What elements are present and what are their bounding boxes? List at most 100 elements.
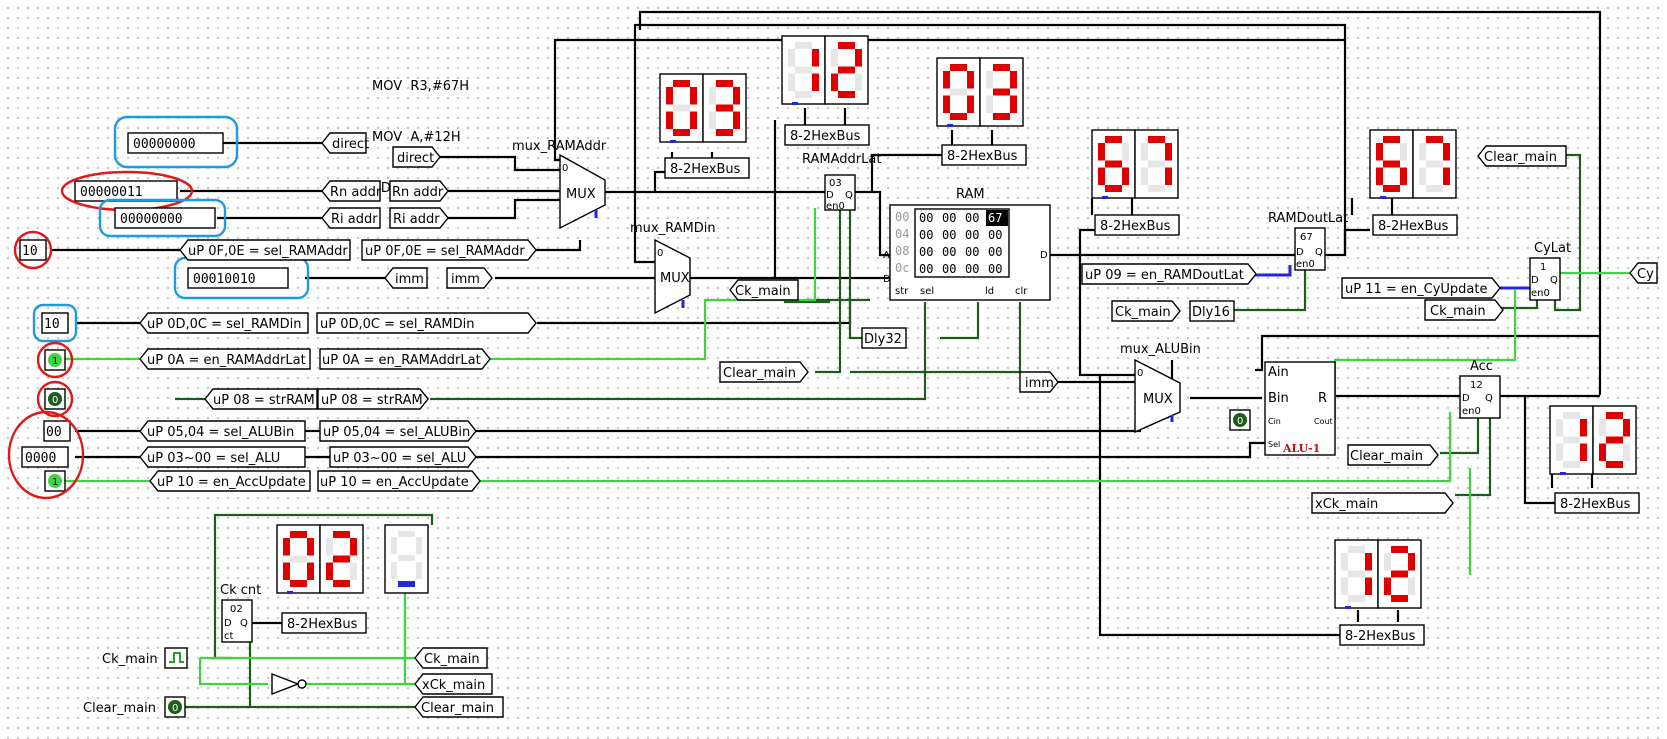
tunnel-sel-alu-left: uP 03~00 = sel_ALU: [139, 446, 306, 468]
svg-text:Rn addr: Rn addr: [392, 185, 444, 200]
svg-text:0: 0: [1137, 368, 1143, 379]
mux-alubin[interactable]: MUX 0: [1134, 358, 1181, 434]
program-line-1: MOV R3,#67H: [372, 79, 470, 94]
svg-text:en0: en0: [1462, 406, 1481, 417]
imm-input-pin[interactable]: 00010010: [187, 267, 289, 289]
tunnel-ck-main-center: Ck_main: [729, 279, 799, 301]
clear-main-input-pin[interactable]: 0: [164, 696, 186, 718]
hexbus-label: 8-2HexBus: [1100, 219, 1171, 234]
ram-cell: 00: [919, 262, 933, 276]
strram-input-pin[interactable]: 0: [44, 388, 66, 410]
display-alu-result-digit-1: [1334, 539, 1379, 609]
sel-alubin-input-value: 00: [46, 425, 62, 440]
mux-ramaddr[interactable]: MUX 0: [559, 153, 606, 230]
svg-text:Ck_main: Ck_main: [424, 652, 480, 667]
tunnel-en-cyupdate: uP 11 = en_CyUpdate: [1341, 277, 1501, 299]
en-ramaddrlat-input-pin[interactable]: 1: [44, 349, 66, 371]
svg-text:Dly16: Dly16: [1192, 305, 1230, 320]
rn-input-pin[interactable]: 00000011: [74, 180, 178, 202]
cylat-register[interactable]: 1 D Q en0: [1529, 257, 1561, 301]
ri-input-pin[interactable]: 00000000: [114, 207, 216, 229]
ram-cell: 67: [988, 211, 1002, 225]
ramdoutlat-register[interactable]: 67 D Q en0: [1294, 227, 1326, 271]
svg-text:0: 0: [562, 163, 568, 174]
display-acc-digit-1: [1549, 405, 1594, 475]
svg-text:sel: sel: [920, 286, 934, 297]
svg-text:uP 10 = en_AccUpdate: uP 10 = en_AccUpdate: [157, 475, 306, 490]
svg-text:uP 05,04 = sel_ALUBin: uP 05,04 = sel_ALUBin: [323, 425, 470, 440]
ck-main-clock-pin[interactable]: [164, 647, 188, 669]
display-layer: [276, 35, 1637, 609]
svg-text:Ck_main: Ck_main: [1115, 305, 1171, 320]
hexbus-4: 8-2HexBus: [1094, 214, 1180, 236]
acc-register[interactable]: 12 D Q en0: [1459, 375, 1501, 419]
svg-text:02: 02: [230, 604, 243, 615]
sel-ramdin-input-pin[interactable]: 10: [41, 312, 69, 334]
ramaddrlat-label: RAMAddrLat: [802, 152, 881, 167]
tunnel-direct: direct: [321, 132, 369, 154]
hexbus-label: 8-2HexBus: [1345, 629, 1416, 644]
svg-text:uP 0F,0E = sel_RAMAddr: uP 0F,0E = sel_RAMAddr: [188, 244, 348, 259]
svg-text:uP 09 = en_RAMDoutLat: uP 09 = en_RAMDoutLat: [1085, 268, 1244, 283]
svg-text:12: 12: [1470, 380, 1483, 391]
tunnel-rn-addr-left: Rn addr: [321, 180, 382, 202]
display-ramaddr-mux-digit-2: [702, 73, 747, 143]
ram-label: RAM: [956, 187, 985, 202]
svg-text:uP 0A = en_RAMAddrLat: uP 0A = en_RAMAddrLat: [322, 353, 481, 368]
svg-text:Clear_main: Clear_main: [421, 701, 494, 716]
hexbus-6: 8-2HexBus: [1554, 492, 1640, 514]
ri-input-value: 00000000: [120, 212, 183, 227]
alu-label: ALU-1: [1282, 442, 1320, 455]
svg-text:Q: Q: [845, 190, 853, 201]
ram-cell: 00: [942, 262, 956, 276]
hexbus-label: 8-2HexBus: [947, 149, 1018, 164]
svg-text:uP 10 = en_AccUpdate: uP 10 = en_AccUpdate: [320, 475, 469, 490]
svg-text:direct: direct: [397, 151, 434, 166]
hexbus-label: 8-2HexBus: [1560, 497, 1631, 512]
sel-alubin-input-pin[interactable]: 00: [43, 420, 71, 442]
svg-text:Ri addr: Ri addr: [331, 212, 378, 227]
sel-alu-input-value: 0000: [25, 451, 56, 466]
tunnel-en-ramdoutlat: uP 09 = en_RAMDoutLat: [1081, 263, 1257, 285]
sel-alu-input-pin[interactable]: 0000: [21, 446, 69, 468]
display-ramdout-lat-digit-2: [1412, 129, 1457, 199]
tunnel-strram-mid: uP 08 = strRAM: [317, 388, 429, 410]
svg-text:MUX: MUX: [1143, 392, 1173, 407]
svg-text:Q: Q: [1485, 393, 1493, 404]
ckcnt-register[interactable]: 02 D Q ct: [221, 599, 253, 643]
svg-text:direct: direct: [332, 137, 369, 152]
mux-ramdin[interactable]: MUX 0: [654, 238, 691, 315]
sel-ramaddr-input-pin[interactable]: 10: [19, 239, 47, 261]
display-ramaddr-lat-digit-1: [936, 57, 981, 127]
ck-main-label: Ck_main: [102, 652, 158, 667]
strram-input-value: 0: [52, 395, 58, 406]
svg-text:en0: en0: [1296, 259, 1315, 270]
svg-text:Clear_main: Clear_main: [1350, 449, 1423, 464]
svg-text:MUX: MUX: [660, 271, 690, 286]
svg-text:D: D: [883, 274, 891, 285]
svg-text:Ain: Ain: [1268, 365, 1289, 380]
svg-text:Ri addr: Ri addr: [393, 212, 440, 227]
red-annotation-sel-ramaddr: [13, 230, 53, 270]
clear-main-label: Clear_main: [83, 701, 156, 716]
tunnel-ck-main-right1: Ck_main: [1111, 300, 1181, 322]
tunnel-xck-main-bottom: xCk_main: [414, 673, 493, 695]
alu-cin-input-pin[interactable]: 0: [1229, 409, 1251, 431]
ram-cell: 00: [965, 245, 979, 259]
display-ck-cnt-digit-1: [276, 524, 321, 594]
blue-annotation-direct: [113, 115, 239, 169]
sel-ramaddr-input-value: 10: [22, 244, 38, 259]
alu-block[interactable]: Ain Bin R Cin Cout Sel ALU-1: [1264, 361, 1336, 456]
ramaddrlat-register[interactable]: 03 D Q en0: [824, 174, 856, 212]
svg-text:0: 0: [172, 703, 178, 714]
svg-text:Q: Q: [1550, 275, 1558, 286]
en-accupdate-input-pin[interactable]: 1: [44, 470, 66, 492]
display-ramdout-lat-digit-1: [1369, 129, 1414, 199]
tunnel-imm-right: imm: [446, 267, 493, 289]
svg-text:Ck_main: Ck_main: [735, 284, 791, 299]
tunnel-sel-alubin-mid: uP 05,04 = sel_ALUBin: [319, 420, 477, 442]
direct-input-pin[interactable]: 00000000: [127, 132, 224, 154]
